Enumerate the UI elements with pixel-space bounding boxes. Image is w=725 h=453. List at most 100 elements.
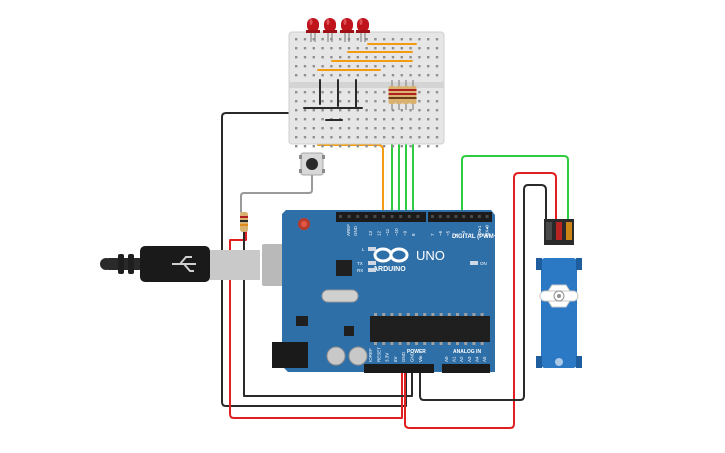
wire-red-servo-power[interactable]: [404, 172, 557, 429]
pushbutton[interactable]: [299, 152, 325, 176]
led-4[interactable]: [356, 18, 370, 42]
resistor-3[interactable]: [402, 80, 410, 110]
wire-black-resistor[interactable]: [243, 231, 413, 397]
breadboard-hole: [321, 56, 324, 59]
wires: [221, 112, 569, 429]
breadboard-hole: [365, 47, 368, 50]
breadboard-hole: [391, 127, 395, 130]
breadboard-hole: [427, 127, 430, 130]
breadboard-hole: [427, 145, 430, 148]
wire-orange-button-pin12[interactable]: [317, 144, 384, 219]
breadboard-hole: [409, 145, 412, 148]
breadboard-hole: [435, 47, 439, 50]
led-2[interactable]: [323, 18, 337, 42]
wire-red-5v-left[interactable]: [229, 224, 403, 419]
usb-cable: [100, 244, 292, 286]
usb-icon: [172, 256, 196, 272]
breadboard-hole: [295, 145, 298, 148]
breadboard-hole: [356, 38, 359, 41]
servo-motor[interactable]: [536, 219, 582, 368]
breadboard-hole: [303, 56, 307, 59]
breadboard-hole: [383, 47, 386, 50]
led-on-indicator: [470, 261, 478, 265]
breadboard-hole: [356, 145, 359, 148]
breadboard-hole: [418, 38, 421, 41]
resistor-2[interactable]: [395, 80, 403, 110]
breadboard-hole: [374, 145, 377, 148]
breadboard-hole: [347, 127, 351, 130]
digital-pin-label: ~3: [461, 230, 466, 236]
analog-pin-label: A3: [467, 356, 472, 362]
breadboard-hole: [409, 136, 412, 139]
breadboard-hole: [383, 136, 386, 139]
breadboard-hole: [330, 91, 333, 94]
breadboard-hole: [312, 118, 315, 121]
breadboard-hole: [321, 118, 324, 121]
breadboard-hole: [435, 56, 439, 59]
breadboard-hole: [409, 127, 412, 130]
breadboard-hole: [435, 65, 439, 68]
breadboard-hole: [330, 109, 333, 112]
wire-gray-button[interactable]: [240, 174, 313, 213]
digital-pin-label: ~6: [438, 230, 443, 236]
digital-pin-label: 13: [368, 230, 373, 236]
breadboard-hole: [330, 100, 333, 103]
digital-header-low: [428, 212, 492, 222]
breadboard-hole: [400, 47, 403, 50]
breadboard: [288, 31, 445, 148]
wire-green-servo-signal[interactable]: [461, 155, 569, 225]
breadboard-hole: [400, 145, 403, 148]
breadboard-hole: [347, 100, 351, 103]
breadboard-hole: [391, 65, 395, 68]
led-l-indicator: [368, 247, 376, 251]
breadboard-hole: [374, 109, 377, 112]
digital-pin-label: 4: [453, 233, 458, 236]
breadboard-hole: [356, 56, 359, 59]
breadboard-hole: [365, 74, 368, 77]
breadboard-hole: [312, 109, 315, 112]
breadboard-hole: [356, 127, 359, 130]
power-pin-label: 5V: [393, 356, 398, 362]
breadboard-hole: [365, 127, 368, 130]
breadboard-holes: [295, 38, 439, 148]
breadboard-hole: [330, 65, 333, 68]
breadboard-hole: [383, 56, 386, 59]
breadboard-hole: [435, 91, 439, 94]
led-rx-indicator: [368, 268, 376, 272]
breadboard-hole: [303, 109, 307, 112]
resistor-4[interactable]: [409, 80, 417, 110]
breadboard-hole: [347, 47, 351, 50]
breadboard-hole: [400, 56, 403, 59]
power-pin-label: GND: [410, 351, 415, 362]
led-3[interactable]: [340, 18, 354, 42]
breadboard-hole: [418, 47, 421, 50]
breadboard-hole: [418, 56, 421, 59]
digital-pin-label: TX▸1: [477, 225, 482, 236]
analog-pin-label: A2: [459, 356, 464, 362]
breadboard-hole: [339, 38, 342, 41]
breadboard-hole: [418, 100, 421, 103]
led-1[interactable]: [306, 18, 320, 42]
breadboard-hole: [356, 100, 359, 103]
breadboard-hole: [330, 74, 333, 77]
breadboard-hole: [330, 56, 333, 59]
power-pin-label: RESET: [376, 347, 381, 362]
breadboard-hole: [303, 91, 307, 94]
analog-header: [442, 364, 490, 373]
resistor-1[interactable]: [388, 80, 396, 110]
brand-label: ARDUINO: [373, 266, 406, 273]
wire-black-servo-gnd[interactable]: [419, 184, 547, 401]
breadboard-hole: [339, 127, 342, 130]
breadboard-hole: [303, 127, 307, 130]
wire-black-gnd-left[interactable]: [221, 112, 407, 407]
breadboard-hole: [374, 118, 377, 121]
arduino-logo: [373, 247, 409, 263]
pulldown-resistor[interactable]: [240, 212, 248, 232]
breadboard-hole: [418, 91, 421, 94]
digital-label: DIGITAL (PWM~): [452, 234, 499, 240]
crystal-oscillator: [321, 289, 359, 303]
power-pin-label: 3.3V: [385, 353, 390, 362]
